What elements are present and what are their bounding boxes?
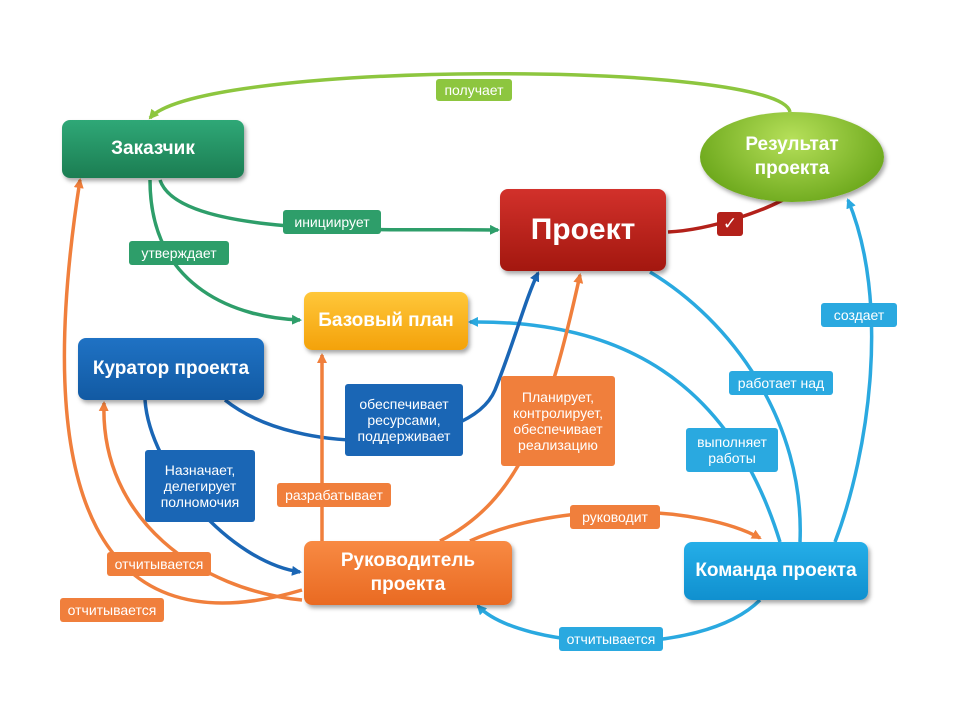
- label-approves: утверждает: [129, 241, 229, 265]
- node-project-curator: Куратор проекта: [78, 338, 264, 400]
- label-works-on: работает над: [729, 371, 833, 395]
- node-project: Проект: [500, 189, 666, 271]
- edge-customer-baseline: [148, 179, 302, 325]
- edge-result-customer: [148, 71, 792, 120]
- label-performs-work: выполняет работы: [686, 428, 778, 472]
- label-initiates: инициирует: [283, 210, 381, 234]
- node-customer: Заказчик: [62, 120, 244, 178]
- edge-manager-curator: [98, 401, 303, 602]
- edge-curator-project: [223, 271, 540, 443]
- label-develops: разрабатывает: [277, 483, 391, 507]
- label-plans-controls: Планирует, контролирует, обеспечивает ре…: [501, 376, 615, 466]
- edge-team-baseline: [468, 316, 782, 543]
- node-project-manager: Руководитель проекта: [304, 541, 512, 605]
- node-project-team: Команда проекта: [684, 542, 868, 600]
- edge-manager-customer: [62, 178, 303, 605]
- label-creates: создает: [821, 303, 897, 327]
- label-receives: получает: [436, 79, 512, 101]
- label-leads: руководит: [570, 505, 660, 529]
- checkmark-icon: ✓: [717, 212, 743, 236]
- label-reports-to-customer: отчитывается: [60, 598, 164, 622]
- node-project-result: Результат проекта: [700, 112, 884, 202]
- label-reports-to-curator: отчитывается: [107, 552, 211, 576]
- label-assigns-delegates: Назначает, делегирует полномочия: [145, 450, 255, 522]
- edge-team-project: [649, 270, 802, 543]
- node-baseline-plan: Базовый план: [304, 292, 468, 350]
- edge-team-result: [833, 198, 874, 543]
- label-team-reports: отчитывается: [559, 627, 663, 651]
- label-provides-resources: обеспечивает ресурсами, поддерживает: [345, 384, 463, 456]
